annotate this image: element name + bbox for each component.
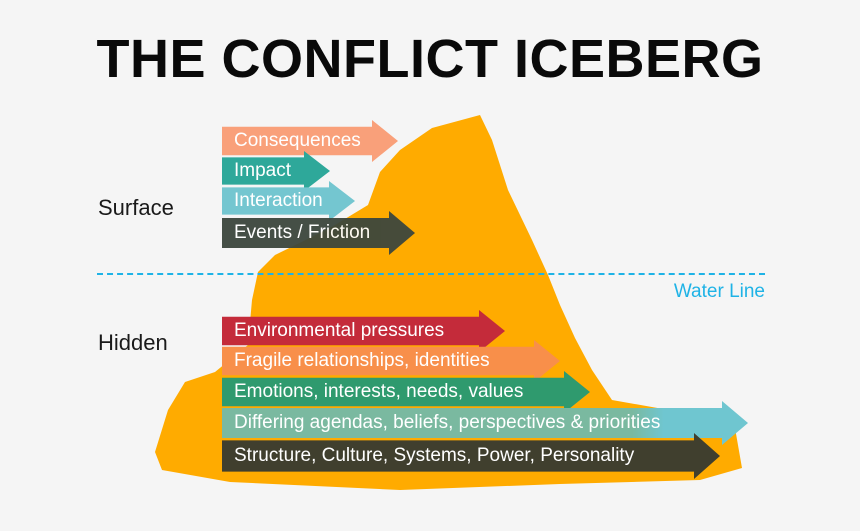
arrow-interaction: Interaction [222, 181, 355, 221]
arrow-label: Emotions, interests, needs, values [234, 381, 524, 402]
arrow-environmental-pressures: Environmental pressures [222, 310, 505, 352]
surface-label: Surface [98, 195, 174, 220]
arrow-differing-agendas: Differing agendas, beliefs, perspectives… [222, 401, 748, 445]
arrow-label: Consequences [234, 130, 361, 151]
arrow-label: Fragile relationships, identities [234, 350, 490, 371]
page-title: THE CONFLICT ICEBERG [96, 29, 764, 89]
arrow-label: Environmental pressures [234, 320, 445, 341]
arrow-label: Structure, Culture, Systems, Power, Pers… [234, 445, 635, 466]
arrow-label: Impact [234, 160, 292, 181]
arrow-fragile-relationships: Fragile relationships, identities [222, 340, 560, 382]
arrow-label: Events / Friction [234, 222, 371, 243]
arrow-structure-culture: Structure, Culture, Systems, Power, Pers… [222, 433, 720, 479]
hidden-label: Hidden [98, 330, 168, 355]
water-line [97, 273, 765, 275]
water-line-label: Water Line [673, 281, 765, 302]
arrow-label: Differing agendas, beliefs, perspectives… [234, 412, 661, 433]
arrow-label: Interaction [234, 190, 323, 211]
arrow-impact: Impact [222, 151, 330, 191]
arrow-emotions-interests: Emotions, interests, needs, values [222, 371, 590, 413]
arrow-consequences: Consequences [222, 120, 398, 162]
arrow-events-friction: Events / Friction [222, 211, 415, 255]
